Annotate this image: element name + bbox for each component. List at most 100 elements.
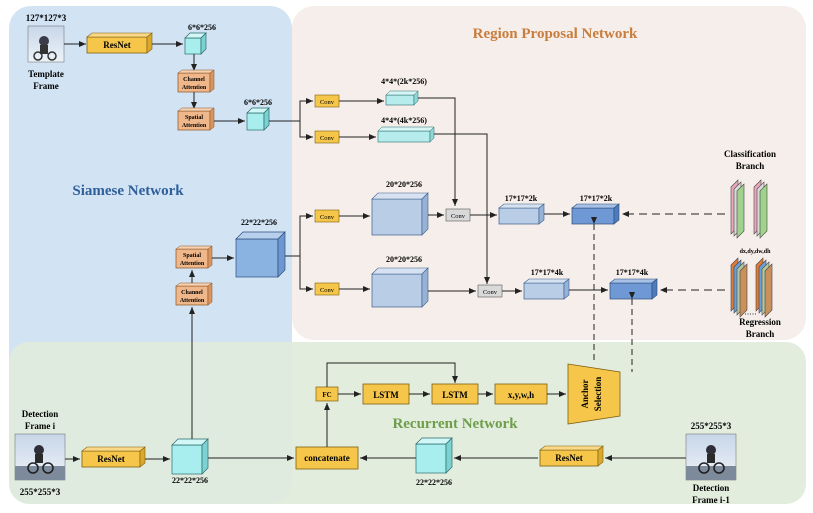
- recurrent-title: Recurrent Network: [392, 416, 518, 432]
- fc-block: FC: [315, 386, 339, 402]
- detection-channel-label-2: Attention: [180, 298, 205, 304]
- template-channel-label-1: Channel: [183, 77, 205, 83]
- prev-size-label: 255*255*3: [691, 421, 732, 431]
- reg-xcorr-conv: Conv: [477, 284, 503, 298]
- cls-search-conv-label: Conv: [320, 214, 335, 221]
- detection-channel-label-1: Channel: [181, 290, 203, 296]
- reg-search-conv-label: Conv: [320, 287, 335, 294]
- arrow-to-cls-search-conv: [299, 213, 313, 256]
- arrow-fc-lstm2-top: [326, 362, 458, 387]
- classification-branch-label: Classification: [724, 149, 776, 159]
- classification-branch-label-2: Branch: [736, 161, 765, 171]
- detection-frame-label: Detection: [22, 409, 58, 419]
- rpn-title: Region Proposal Network: [473, 26, 638, 42]
- detection-channel-attention: Channel Attention: [175, 282, 213, 306]
- detection-spatial-label-2: Attention: [180, 261, 205, 267]
- template-spatial-label-1: Spatial: [185, 115, 203, 121]
- cls-out2-label: 17*17*2k: [580, 194, 613, 203]
- lstm2-label: LSTM: [442, 390, 468, 400]
- template-size-label: 127*127*3: [26, 13, 67, 23]
- reg-out-label: 17*17*4k: [531, 268, 564, 277]
- arrow-to-reg-conv: [299, 121, 313, 140]
- cls-kernel-block: [385, 90, 419, 106]
- lstm1-block: LSTM: [362, 383, 410, 405]
- arrow-to-reg-search-conv: [299, 256, 313, 292]
- reg-search-conv: Conv: [314, 282, 340, 296]
- cls-out2-block: [571, 203, 620, 225]
- cls-out-block: [498, 203, 545, 225]
- lstm2-block: LSTM: [431, 383, 479, 405]
- cls-search-cube: [371, 192, 429, 236]
- template-frame-image: [27, 25, 65, 63]
- template-frame-label-2: Frame: [33, 81, 58, 91]
- detection-att-feat-cube: [235, 231, 286, 278]
- template-feat2-label: 6*6*256: [244, 98, 272, 107]
- prev-frame-label: Detection: [693, 483, 729, 493]
- detection-frame-image: [14, 433, 66, 481]
- prev-feat-label: 22*22*256: [416, 478, 452, 487]
- template-spatial-attention: Spatial Attention: [177, 107, 215, 131]
- classification-output-maps: [730, 179, 768, 239]
- cls-template-conv: Conv: [314, 94, 340, 108]
- detection-resnet-block: ResNet: [81, 446, 146, 468]
- xywh-block: x,y,w,h: [494, 383, 548, 405]
- template-spatial-label-2: Attention: [182, 123, 207, 129]
- reg-search-label: 20*20*256: [386, 255, 422, 264]
- fc-label: FC: [322, 391, 331, 399]
- detection-spatial-label-1: Spatial: [183, 253, 201, 259]
- reg-template-conv: Conv: [314, 130, 340, 144]
- arrow-reg-kernel-xcorr: [434, 133, 490, 284]
- prev-resnet-block: ResNet: [539, 445, 604, 467]
- template-resnet-block: ResNet: [86, 32, 153, 54]
- cls-xcorr-conv: Conv: [445, 208, 471, 222]
- xywh-label: x,y,w,h: [508, 390, 534, 400]
- detection-resnet-label: ResNet: [97, 454, 125, 464]
- regression-branch-label-2: Branch: [746, 329, 775, 339]
- anchor-label-2: Selection: [593, 377, 603, 412]
- prev-frame-image: [685, 433, 737, 481]
- prev-frame-label-2: Frame i-1: [692, 495, 730, 505]
- reg-out-block: [523, 278, 570, 300]
- cls-kernel-label: 4*4*(2k*256): [381, 77, 427, 86]
- arrow-cls-kernel-xcorr: [418, 97, 458, 206]
- reg-out2-block: [609, 278, 658, 300]
- template-channel-attention: Channel Attention: [177, 69, 215, 93]
- anchor-selection-block: Anchor Selection: [567, 363, 621, 425]
- reg-search-cube: [371, 267, 429, 308]
- template-feat1-label: 6*6*256: [188, 23, 216, 32]
- detection-frame-label-2: Frame i: [25, 421, 56, 431]
- reg-kernel-block: [377, 126, 435, 143]
- anchor-label: Anchor: [580, 379, 590, 408]
- prev-feat-cube: [415, 437, 453, 474]
- reg-xcorr-conv-label: Conv: [483, 289, 498, 296]
- detection-size-label: 255*255*3: [20, 487, 61, 497]
- regression-branch-label: Regression: [739, 317, 781, 327]
- prev-resnet-label: ResNet: [555, 453, 583, 463]
- concatenate-block: concatenate: [295, 446, 359, 470]
- concatenate-label: concatenate: [304, 453, 349, 463]
- rpn-region: [292, 6, 806, 340]
- cls-search-label: 20*20*256: [386, 180, 422, 189]
- cls-xcorr-conv-label: Conv: [451, 213, 466, 220]
- template-frame-label: Template: [28, 69, 64, 79]
- reg-template-conv-label: Conv: [320, 135, 335, 142]
- regression-output-maps: [730, 257, 773, 318]
- detection-spatial-attention: Spatial Attention: [175, 245, 213, 269]
- template-feat2-cube: [246, 107, 270, 131]
- cls-out-label: 17*17*2k: [505, 194, 538, 203]
- arrow-to-cls-conv: [299, 98, 313, 121]
- template-feat1-cube: [184, 32, 207, 55]
- reg-out2-label: 17*17*4k: [616, 268, 649, 277]
- regression-params-label: dx,dy,dw,dh: [740, 249, 772, 255]
- siamese-title: Siamese Network: [72, 183, 184, 199]
- cls-template-conv-label: Conv: [320, 99, 335, 106]
- reg-kernel-label: 4*4*(4k*256): [381, 116, 427, 125]
- detection-feat-label: 22*22*256: [172, 476, 208, 485]
- template-resnet-label: ResNet: [103, 40, 131, 50]
- lstm1-label: LSTM: [373, 390, 399, 400]
- detection-feat-att-label: 22*22*256: [241, 218, 277, 227]
- cls-search-conv: Conv: [314, 209, 340, 223]
- detection-feat-cube: [171, 438, 209, 475]
